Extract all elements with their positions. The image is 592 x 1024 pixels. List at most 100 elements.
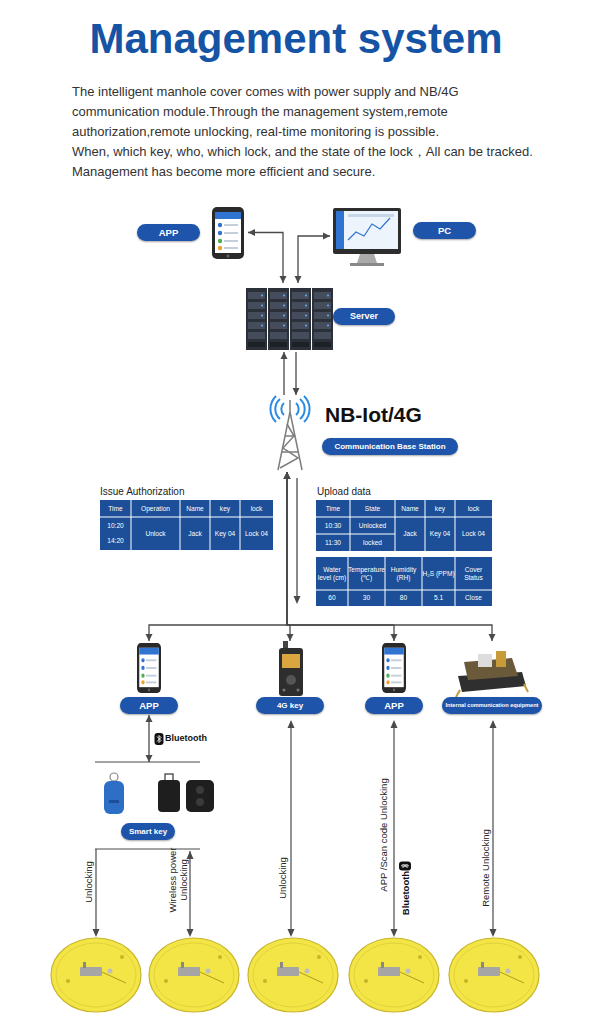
page-title: Management system bbox=[0, 14, 592, 64]
signal-arc bbox=[304, 396, 310, 422]
node-box: 4G key bbox=[252, 641, 328, 715]
table-cell: Close bbox=[455, 590, 492, 606]
arrow-label: Wireless power Unlocking bbox=[165, 843, 189, 918]
tower-brace bbox=[282, 451, 298, 453]
arrow-head bbox=[294, 596, 301, 604]
pill-label: 4G key bbox=[256, 697, 324, 714]
table-cell: Lock 04 bbox=[240, 517, 273, 550]
device-part bbox=[496, 651, 506, 667]
connector-line bbox=[149, 472, 287, 641]
arrow-head bbox=[490, 929, 497, 937]
phone-icon bbox=[212, 207, 244, 259]
table-cell: Cover Status bbox=[455, 557, 492, 590]
connector-line bbox=[287, 472, 492, 641]
grid-line bbox=[455, 500, 456, 551]
arrow-head bbox=[284, 472, 291, 479]
table-cell: key bbox=[210, 500, 240, 517]
table-title: Issue Authorization bbox=[100, 486, 270, 498]
arrow-head bbox=[288, 929, 295, 937]
tower-lattice bbox=[278, 400, 302, 470]
screen-bar bbox=[348, 214, 394, 217]
key-button bbox=[196, 798, 204, 806]
table-cell: 11:30 bbox=[316, 534, 350, 551]
node-box: NB-Iot/4GCommunication Base Station bbox=[268, 395, 462, 472]
grid-line bbox=[180, 500, 181, 550]
arrow-head bbox=[93, 929, 100, 937]
arrow-head bbox=[288, 720, 295, 728]
connector-label: Bluetooth bbox=[165, 732, 207, 744]
arrow-line bbox=[95, 849, 96, 931]
table-cell: key bbox=[425, 500, 455, 517]
table-cell: Operation bbox=[131, 500, 180, 517]
arrow-head bbox=[323, 233, 330, 240]
tower-brace bbox=[285, 435, 295, 437]
pill-label: Internal communication equipment bbox=[442, 697, 542, 714]
node-heading: NB-Iot/4G bbox=[325, 403, 422, 427]
arrow-head bbox=[187, 851, 194, 859]
arrow-label: Unlocking bbox=[82, 847, 94, 917]
arrow-head bbox=[284, 472, 291, 479]
manhole-cover bbox=[449, 938, 539, 1012]
key-screen bbox=[282, 654, 300, 668]
table-cell: Name bbox=[395, 500, 425, 517]
manhole-cover bbox=[149, 938, 239, 1012]
pill-label: PC bbox=[413, 222, 476, 239]
grid-line bbox=[350, 500, 351, 551]
server-icon bbox=[246, 288, 333, 350]
key-fob bbox=[104, 781, 124, 814]
arrow-label: APP /Scan code Unlocking bbox=[377, 770, 389, 900]
table-cell: 10:20 bbox=[100, 518, 131, 533]
node-box: Internal communication equipment bbox=[442, 641, 542, 715]
smart-key-icons bbox=[95, 762, 214, 814]
pill-label: Server bbox=[333, 308, 395, 325]
node-box: APP bbox=[118, 641, 180, 715]
key-detail bbox=[109, 800, 119, 803]
key-button bbox=[196, 786, 204, 794]
node-box: APP bbox=[135, 205, 248, 260]
pill-label: Smart key bbox=[121, 823, 175, 840]
trunk-line bbox=[296, 478, 297, 600]
connector-line bbox=[287, 472, 394, 641]
table-cell: 10:30 bbox=[316, 517, 350, 534]
connector bbox=[293, 352, 300, 395]
table-cell: Humidity (RH) bbox=[385, 557, 422, 590]
key-ring bbox=[165, 774, 173, 781]
table-cell: Key 04 bbox=[425, 517, 455, 551]
table-grid bbox=[100, 500, 492, 606]
monitor-stand bbox=[357, 254, 377, 263]
table-cell: 60 bbox=[316, 590, 348, 606]
grid-line bbox=[131, 500, 132, 550]
monitor-base bbox=[350, 263, 384, 266]
signal-arc bbox=[275, 399, 280, 419]
table-cell: State bbox=[350, 500, 395, 517]
phone-icon bbox=[137, 643, 161, 693]
table-cell: Unlocked bbox=[350, 517, 395, 534]
pill-label: APP bbox=[365, 697, 423, 714]
grid-line bbox=[240, 500, 241, 550]
intro-paragraph: When, which key, who, which lock, and th… bbox=[72, 142, 544, 182]
node-box: Smart key bbox=[93, 762, 203, 842]
grid-line bbox=[422, 557, 423, 606]
device-leg bbox=[456, 690, 460, 697]
downlink-trunk bbox=[294, 478, 301, 604]
unlock-arrows bbox=[95, 722, 493, 931]
connector bbox=[284, 472, 294, 641]
phone-icon bbox=[382, 643, 406, 693]
arrow-line bbox=[290, 722, 291, 931]
table-title: Upload data bbox=[317, 486, 487, 498]
arrow-head bbox=[280, 276, 287, 283]
arrow-label: Bluetooth bbox=[399, 870, 411, 916]
arrow-head bbox=[391, 720, 398, 728]
tower-icon bbox=[270, 396, 309, 470]
monitor-frame bbox=[333, 208, 401, 254]
device-part bbox=[478, 654, 492, 667]
table-background bbox=[316, 557, 492, 606]
key-button bbox=[297, 689, 300, 692]
connector-line bbox=[298, 236, 330, 283]
arrow-head bbox=[391, 929, 398, 937]
server-rack bbox=[312, 288, 333, 350]
grid-line bbox=[316, 534, 395, 535]
connector bbox=[146, 715, 153, 762]
table-cell: H₂S (PPM) bbox=[422, 557, 455, 590]
